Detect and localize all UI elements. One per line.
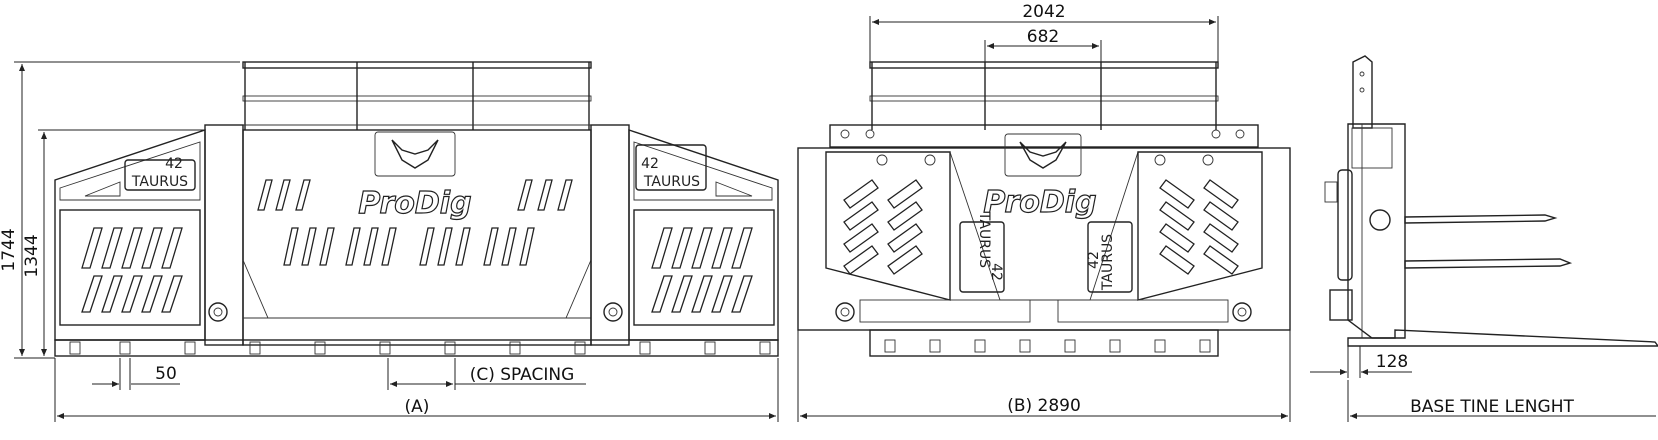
bucket-width-label: (B) 2890 [1007,396,1081,416]
middle-view: ProDig TAURUS 42 42 TAURUS [797,61,1291,357]
middle-left-panel [825,151,951,301]
tine-offset-label: 128 [1376,352,1408,372]
right-wing-model-number: 42 [641,156,659,172]
front-cutting-edge [54,339,779,357]
right-wing-model-name: TAURUS [643,174,700,190]
front-right-wing: 42 TAURUS [590,124,779,346]
top-width-label: 2042 [1022,2,1065,22]
front-back-rail [242,61,592,130]
front-center-bucket: ProDig [242,129,592,346]
right-wing-slots [651,227,753,313]
mid-width-label: 682 [1027,27,1059,47]
height-total-label: 1744 [0,228,19,271]
middle-bucket-body [797,147,1291,331]
middle-plate-right-name: TAURUS [1100,234,1116,291]
overall-width-label: (A) [405,397,430,417]
middle-center: ProDig TAURUS 42 42 TAURUS [949,133,1139,301]
middle-dimensions: 2042 682 (B) 2890 [797,2,1291,422]
center-bucket-slots [257,179,573,266]
tine-width-label: 50 [155,364,177,384]
side-tines [1347,214,1658,347]
middle-bull-logo-icon [1019,141,1067,169]
front-logo: ProDig [358,186,471,221]
left-wing-model-number: 42 [165,156,183,172]
front-left-wing: 42 TAURUS [54,124,244,346]
front-view: 42 TAURUS Pr [54,61,779,357]
middle-plate-left-name: TAURUS [976,211,992,268]
left-wing-model-name: TAURUS [131,174,188,190]
left-wing-slots [81,227,183,313]
front-dimensions: 1744 1344 50 (C) SPACING (A) [0,61,779,422]
front-bull-logo-icon [391,139,439,169]
middle-cutting-edge [869,329,1219,357]
spacing-label: (C) SPACING [470,365,575,385]
middle-right-panel [1137,151,1263,301]
side-dimensions: 128 BASE TINE LENGHT [1310,346,1656,422]
middle-plate-right-number: 42 [1086,251,1102,269]
height-bucket-label: 1344 [22,234,42,277]
tine-length-label: BASE TINE LENGHT [1410,397,1574,417]
middle-plate-left-number: 42 [988,263,1004,281]
middle-logo: ProDig [983,185,1096,220]
middle-back-rail [829,61,1259,148]
side-view [1324,55,1658,347]
